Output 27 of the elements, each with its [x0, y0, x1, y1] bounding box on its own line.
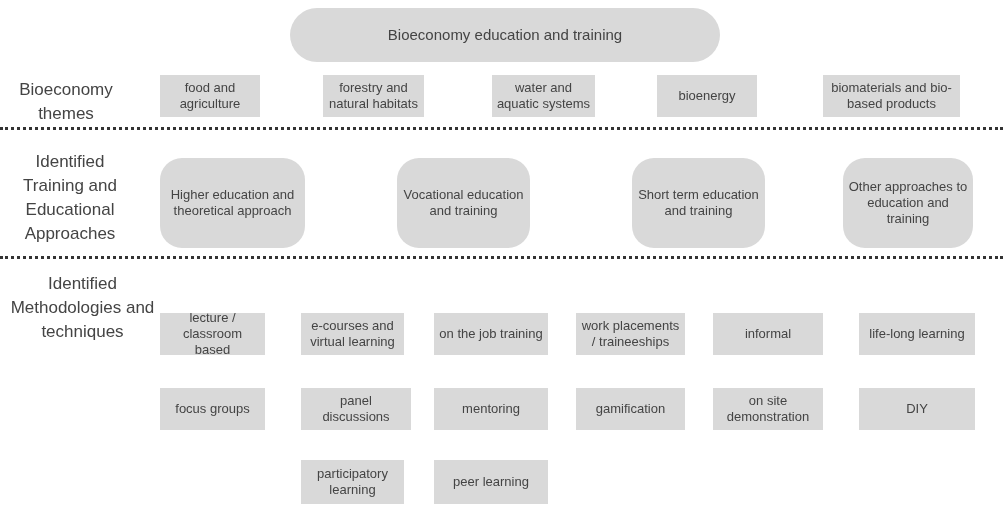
approach-box: Short term education and training — [632, 158, 765, 248]
category-box: forestry and natural habitats — [323, 75, 424, 117]
category-box: food and agriculture — [160, 75, 260, 117]
approach-box: Vocational education and training — [397, 158, 530, 248]
category-box: on site demonstration — [713, 388, 823, 430]
category-box: work placements / traineeships — [576, 313, 685, 355]
category-box: gamification — [576, 388, 685, 430]
category-box: e-courses and virtual learning — [301, 313, 404, 355]
title-pill: Bioeconomy education and training — [290, 8, 720, 62]
approach-box: Other approaches to education and training — [843, 158, 973, 248]
category-box: focus groups — [160, 388, 265, 430]
category-box: water and aquatic systems — [492, 75, 595, 117]
category-box: bioenergy — [657, 75, 757, 117]
category-box: participatory learning — [301, 460, 404, 504]
category-box: informal — [713, 313, 823, 355]
category-box: panel discussions — [301, 388, 411, 430]
approach-box: Higher education and theoretical approach — [160, 158, 305, 248]
category-box: biomaterials and bio-based products — [823, 75, 960, 117]
category-box: peer learning — [434, 460, 548, 504]
category-box: life-long learning — [859, 313, 975, 355]
row-heading: Identified Methodologies and techniques — [10, 273, 155, 343]
row-heading: Identified Training and Educational Approaches — [22, 151, 118, 245]
category-box: DIY — [859, 388, 975, 430]
category-box: lecture / classroom based — [160, 313, 265, 355]
row-heading: Bioeconomy themes — [18, 79, 114, 125]
category-box: mentoring — [434, 388, 548, 430]
category-box: on the job training — [434, 313, 548, 355]
